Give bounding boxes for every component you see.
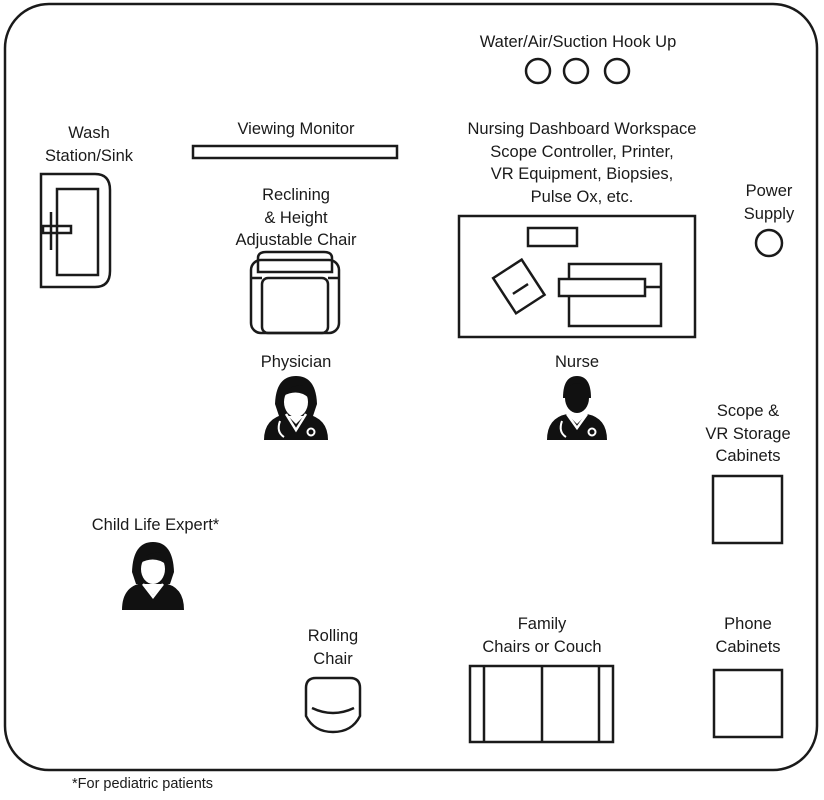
phone-cabinet xyxy=(712,668,784,739)
power-outlet-icon xyxy=(754,228,784,258)
nursing-workspace-label: Nursing Dashboard Workspace Scope Contro… xyxy=(467,120,697,206)
viewing-monitor xyxy=(191,144,399,160)
reclining-chair-icon xyxy=(249,250,341,335)
port-icon xyxy=(562,57,590,85)
storage-cabinet xyxy=(711,474,784,545)
nursing-workspace xyxy=(457,214,697,339)
rolling-chair-label: Rolling Chair xyxy=(307,627,359,668)
hookup-ports xyxy=(524,57,631,85)
sink-icon xyxy=(39,172,112,289)
reclining-chair-label: Reclining & Height Adjustable Chair xyxy=(235,186,357,249)
rolling-chair-icon xyxy=(304,676,362,734)
footnote: *For pediatric patients xyxy=(72,776,214,792)
room-outline xyxy=(3,2,819,772)
phone-cabinet-label: Phone Cabinets xyxy=(715,615,781,656)
physician-label: Physician xyxy=(260,353,332,371)
female-person-icon xyxy=(122,542,184,610)
family-couch-label: Family Chairs or Couch xyxy=(482,615,602,656)
wash-station-label: Wash Station/Sink xyxy=(44,124,134,165)
female-doctor-icon xyxy=(264,376,328,440)
family-couch-icon xyxy=(468,664,615,744)
hookup-label: Water/Air/Suction Hook Up xyxy=(479,33,677,51)
power-supply-label: Power Supply xyxy=(743,182,795,223)
port-icon xyxy=(524,57,552,85)
port-icon xyxy=(603,57,631,85)
scope-storage-label: Scope & VR Storage Cabinets xyxy=(705,402,791,465)
child-life-label: Child Life Expert* xyxy=(91,516,220,534)
nurse-label: Nurse xyxy=(554,353,599,371)
male-nurse-icon xyxy=(547,376,607,440)
viewing-monitor-label: Viewing Monitor xyxy=(237,120,355,138)
